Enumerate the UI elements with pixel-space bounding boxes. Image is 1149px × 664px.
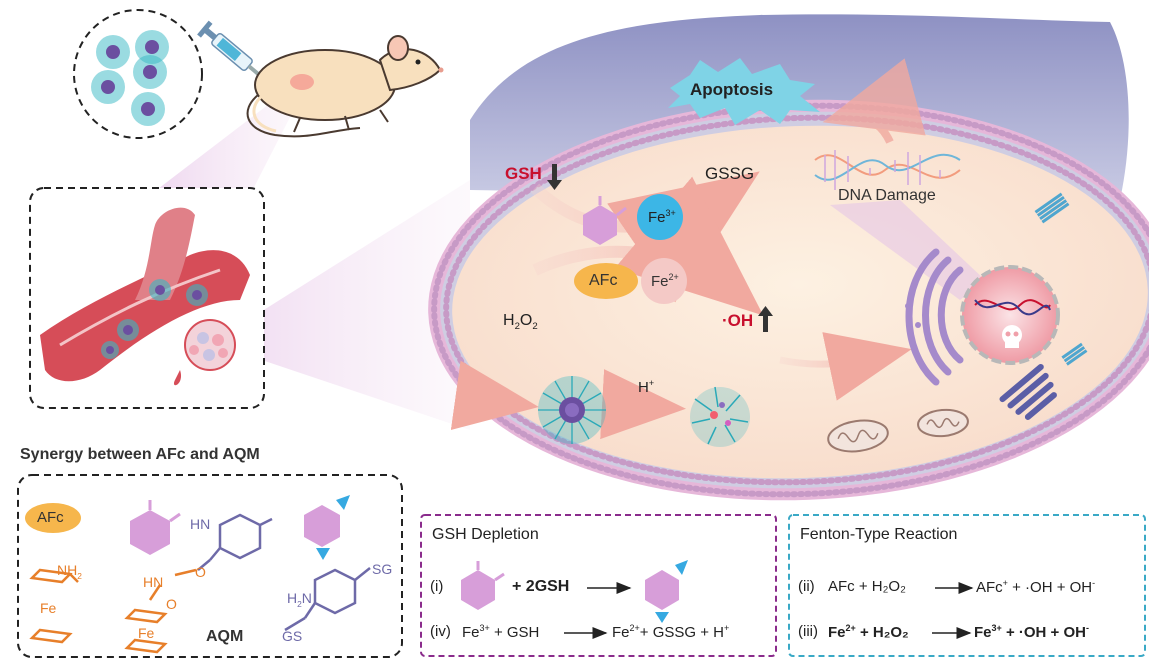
synergy-hexagon-modified xyxy=(304,505,340,547)
dna-damage-label: DNA Damage xyxy=(838,187,936,204)
microtubule-1 xyxy=(1034,192,1070,224)
synergy-hexagon-plain xyxy=(130,510,170,555)
synergy-title: Synergy between AFc and AQM xyxy=(20,446,260,463)
gsh-eq-iv-left: Fe3+ + GSH xyxy=(462,623,540,641)
nanoparticles xyxy=(91,30,169,126)
nucleus xyxy=(960,265,1060,365)
gsh-eq-hexagon-right xyxy=(645,570,679,610)
afc-fe-label: Fe xyxy=(40,600,57,616)
aqm-hn-amide-label: HN xyxy=(143,574,164,590)
adduct-h2n-label: H2N xyxy=(287,590,312,609)
fenton-eq-ii-left: AFc + H₂O₂ xyxy=(828,578,906,595)
vessel-nanoparticles xyxy=(101,279,208,359)
blood-vessel xyxy=(40,207,250,382)
mouse-illustration xyxy=(246,35,444,138)
gsh-eq-iv-right: Fe2++ GSSG + H+ xyxy=(612,623,730,641)
aqm-label: AQM xyxy=(206,628,244,645)
micelle-intact xyxy=(538,376,606,444)
gsh-eq-i-label: (i) xyxy=(430,578,444,595)
aqm-o2-label: O xyxy=(166,596,177,612)
apoptosis-burst xyxy=(668,58,820,125)
synergy-afc-label: AFc xyxy=(37,509,64,526)
fenton-eq-iii-left: Fe2+ + H₂O₂ xyxy=(828,623,909,641)
arrow-micelle-dissociate xyxy=(600,369,686,440)
dna-helix xyxy=(814,150,961,190)
fe2-circle xyxy=(641,258,687,304)
arrow-micelle-in xyxy=(450,360,539,430)
aqm-hn-label: HN xyxy=(190,516,211,532)
gsh-eq-iv-label: (iv) xyxy=(430,623,451,640)
tumor-mass xyxy=(173,319,236,386)
h2o2-label: H2O2 xyxy=(503,312,538,333)
afc-nh2-label: NH2 xyxy=(57,562,82,581)
arrow-to-apoptosis xyxy=(822,58,926,144)
fe3-circle xyxy=(637,194,683,240)
apoptosis-label: Apoptosis xyxy=(690,80,774,99)
microtubule-2 xyxy=(1061,342,1088,366)
oh-up-arrow xyxy=(758,306,773,332)
adduct-sg-label: SG xyxy=(372,561,393,577)
aqm-hexagon-cell xyxy=(583,205,617,245)
gsh-panel-title: GSH Depletion xyxy=(432,526,539,543)
beam-upper xyxy=(150,88,305,195)
aqm-fe-label: Fe xyxy=(138,625,155,641)
afc-label: AFc xyxy=(589,272,618,289)
hplus-label: H+ xyxy=(638,378,655,396)
gssg-label: GSSG xyxy=(705,164,755,183)
fenton-panel-title: Fenton-Type Reaction xyxy=(800,526,958,543)
mitochondrion-2 xyxy=(917,408,969,438)
arrow-oh-to-nucleus xyxy=(779,332,912,401)
adduct-gs-label: GS xyxy=(282,628,303,644)
mitochondrion-1 xyxy=(827,419,889,453)
gsh-depletion-panel xyxy=(420,514,777,657)
beam-dna-to-nucleus xyxy=(830,200,985,300)
membrane-beads-inner xyxy=(443,114,1149,486)
fenton-eq-iii-label: (iii) xyxy=(798,623,818,640)
fe2-label: Fe2+ xyxy=(651,272,679,290)
gsh-eq-i-reagent: + 2GSH xyxy=(512,578,570,595)
gs-adduct-structure xyxy=(284,567,371,632)
gsh-label: GSH xyxy=(505,164,542,183)
aqm-o1-label: O xyxy=(195,564,206,580)
synergy-afc-ellipse xyxy=(25,503,81,533)
fenton-eq-ii-right: AFc+ + ·OH + OH- xyxy=(976,578,1096,596)
micelle-dissociated xyxy=(690,386,750,447)
beam-lower xyxy=(232,180,470,430)
aqm-structure xyxy=(124,513,273,654)
arrow-h2o2-to-oh xyxy=(532,176,764,316)
endoplasmic-reticulum xyxy=(905,248,964,386)
fenton-eq-iii-right: Fe3+ + ·OH + OH- xyxy=(974,623,1089,641)
fenton-eq-ii-label: (ii) xyxy=(798,578,815,595)
gsh-eq-hexagon-left xyxy=(461,570,495,610)
afc-ellipse xyxy=(574,263,638,299)
oh-label: ·OH xyxy=(722,311,754,330)
gsh-down-arrow xyxy=(547,164,562,190)
fe3-label: Fe3+ xyxy=(648,208,676,226)
afc-ferrocene-structure xyxy=(29,568,79,644)
golgi-stack xyxy=(999,363,1057,420)
